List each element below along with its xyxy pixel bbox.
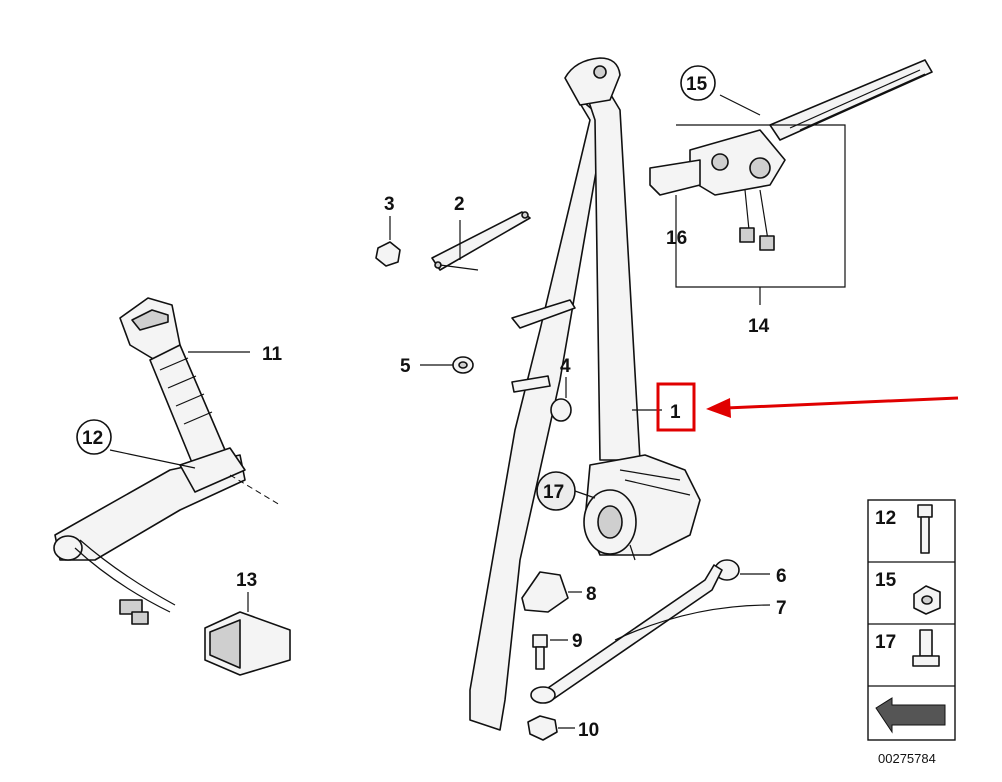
next-page-arrow-icon xyxy=(875,697,946,734)
label-part-6: 6 xyxy=(776,566,787,587)
highlight-annotation xyxy=(656,382,959,432)
bolt-part-9 xyxy=(532,634,568,670)
diagram-number: 00275784 xyxy=(878,751,936,766)
label-part-3: 3 xyxy=(384,194,395,215)
label-part-1: 1 xyxy=(670,402,681,423)
cap-part-4 xyxy=(550,377,572,422)
connector-part-13 xyxy=(204,592,291,676)
label-part-17: 17 xyxy=(543,482,564,503)
belt-retractor xyxy=(583,454,701,561)
label-part-14: 14 xyxy=(748,316,770,337)
rod-part-7 xyxy=(530,564,771,704)
label-part-7: 7 xyxy=(776,598,787,619)
label-part-4: 4 xyxy=(560,356,571,377)
legend-label-15: 15 xyxy=(875,570,897,591)
label-part-2: 2 xyxy=(454,194,465,215)
strap-plate xyxy=(431,211,531,271)
label-part-11: 11 xyxy=(262,344,283,365)
label-part-5: 5 xyxy=(400,356,411,377)
label-part-12: 12 xyxy=(82,428,103,449)
washer-part-5 xyxy=(420,356,474,374)
red-arrow-icon xyxy=(725,396,959,410)
label-part-10: 10 xyxy=(578,720,599,741)
height-adjuster xyxy=(649,59,933,305)
red-arrowhead-icon xyxy=(706,398,731,418)
nut-part-3 xyxy=(375,216,401,267)
highlight-box xyxy=(656,382,696,432)
cover-part-8 xyxy=(521,571,582,613)
seat-belt-webbing xyxy=(469,57,641,731)
legend-label-12: 12 xyxy=(875,508,896,529)
label-part-16: 16 xyxy=(666,228,687,249)
label-part-13: 13 xyxy=(236,570,257,591)
label-part-9: 9 xyxy=(572,631,583,652)
buckle-assembly xyxy=(53,297,281,625)
nut-part-10 xyxy=(527,715,575,741)
legend-label-17: 17 xyxy=(875,632,896,653)
label-part-8: 8 xyxy=(586,584,597,605)
fastener-legend xyxy=(867,499,956,741)
callout-labels: 1 2 3 4 5 6 7 8 9 10 11 13 14 16 12 15 1… xyxy=(76,65,936,766)
label-part-15: 15 xyxy=(686,74,708,95)
washer-part-6 xyxy=(714,559,770,581)
